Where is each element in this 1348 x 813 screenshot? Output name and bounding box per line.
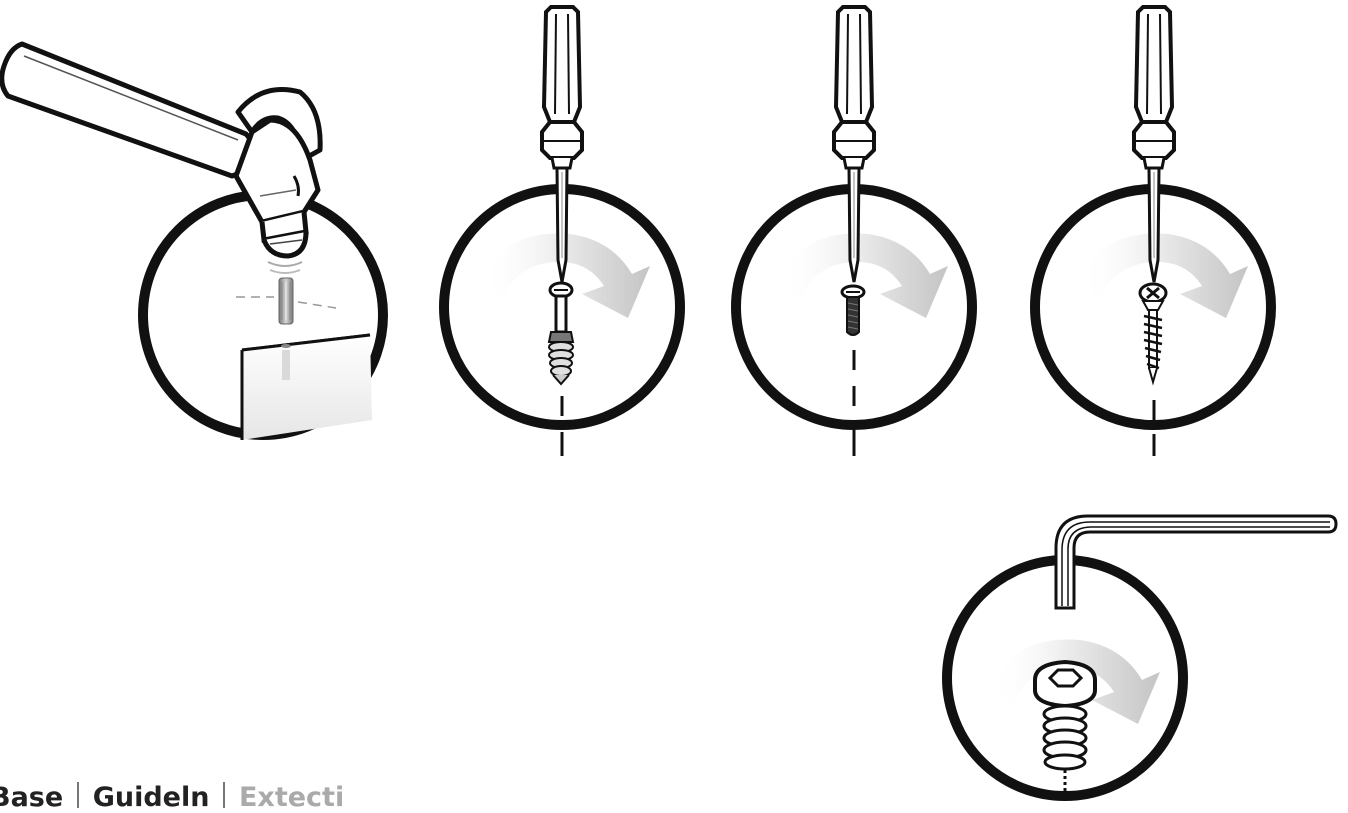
allen-key-icon: [1054, 514, 1338, 610]
screwdriver-wood-screw-panel: [1030, 5, 1276, 456]
hex-bolt-icon: [1033, 659, 1097, 800]
screwdriver-cam-bolt-panel: [439, 5, 685, 456]
footer-seg-2: Guideln: [92, 782, 210, 813]
dowel-icon: [278, 277, 294, 325]
footer-labels: Base Guideln Extecti: [0, 782, 345, 813]
footer-seg-3: Extecti: [238, 782, 345, 813]
allen-key-hex-bolt-panel: [942, 514, 1338, 801]
wood-screw-icon: [1138, 282, 1168, 386]
machine-screw-icon: [840, 284, 866, 336]
footer-divider: [77, 782, 79, 808]
footer-seg-1: Base: [0, 782, 64, 813]
footer-divider: [223, 782, 225, 808]
screwdriver-machine-screw-panel: [731, 5, 977, 456]
hammer-icon: [0, 41, 323, 259]
cam-bolt-icon: [547, 281, 575, 386]
hammer-dowel-panel: [0, 41, 388, 440]
